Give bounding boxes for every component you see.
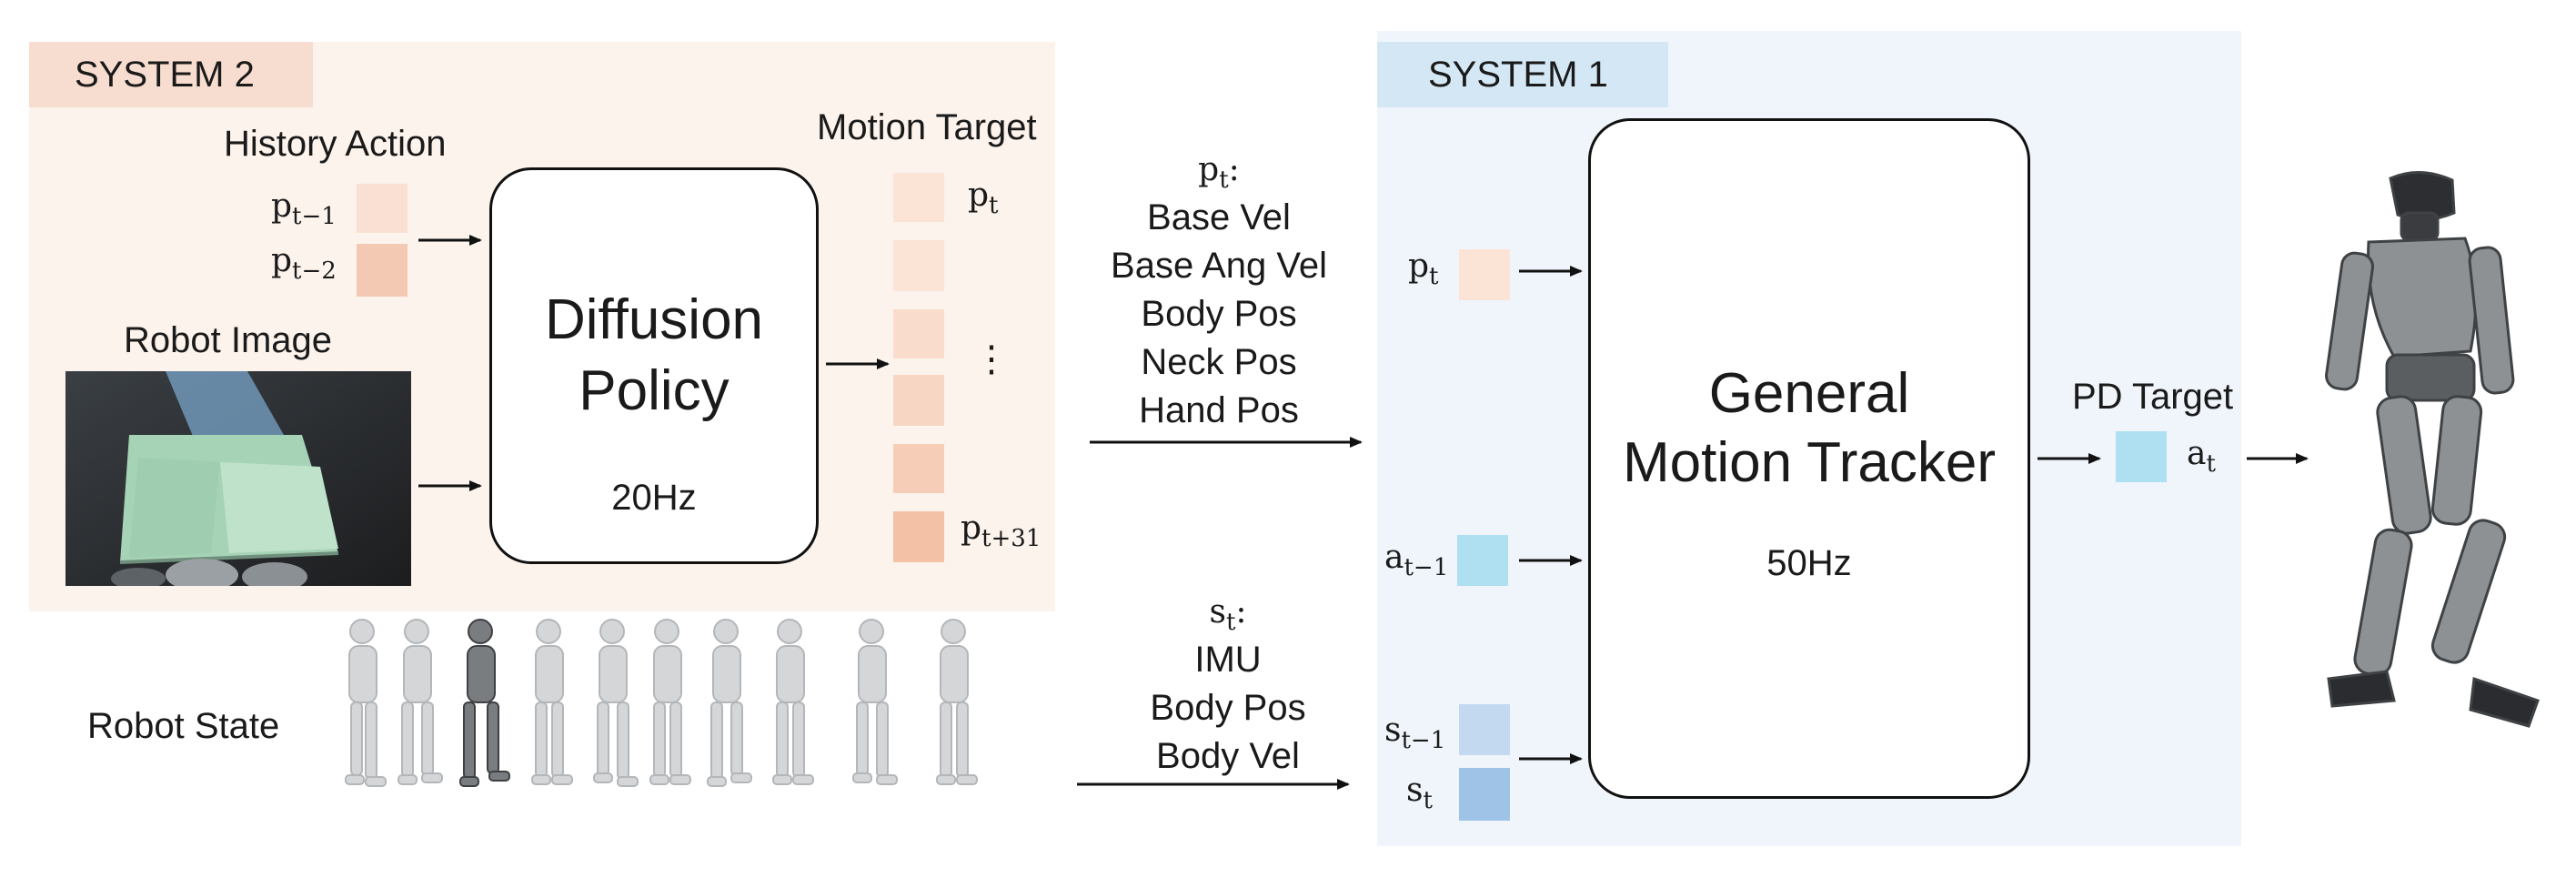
st-description: st: IMU Body Pos Body Vel bbox=[1082, 593, 1374, 781]
pt-line-base-ang-vel: Base Ang Vel bbox=[1111, 246, 1327, 287]
history-square-1 bbox=[357, 184, 408, 233]
pd-target-square bbox=[2116, 431, 2167, 482]
history-item-2: pt−2 bbox=[271, 242, 337, 286]
pt-line-base-vel: Base Vel bbox=[1147, 197, 1291, 238]
general-motion-tracker-box: General Motion Tracker 50Hz bbox=[1588, 118, 2030, 799]
system1-input-st-square bbox=[1459, 768, 1510, 821]
history-square-2 bbox=[357, 244, 408, 297]
st-line-body-vel: Body Vel bbox=[1156, 736, 1300, 777]
motion-target-square-4 bbox=[893, 375, 944, 426]
diffusion-policy-title-line2: Policy bbox=[579, 359, 730, 422]
system1-input-st1-square bbox=[1459, 704, 1510, 755]
pt-line-neck-pos: Neck Pos bbox=[1141, 342, 1297, 383]
system1-input-st: st bbox=[1406, 772, 1433, 815]
motion-target-first: pt bbox=[968, 177, 999, 220]
history-action-label: History Action bbox=[224, 124, 447, 164]
robot-camera-image bbox=[65, 371, 411, 591]
system1-tag: SYSTEM 1 bbox=[1377, 42, 1668, 107]
motion-target-last: pt+31 bbox=[961, 510, 1041, 553]
motion-target-label: Motion Target bbox=[817, 107, 1037, 147]
system2-tag: SYSTEM 2 bbox=[29, 42, 313, 107]
system1-input-st1: st−1 bbox=[1384, 711, 1446, 755]
pt-line-body-pos: Body Pos bbox=[1141, 294, 1297, 335]
system1-input-pt-square bbox=[1459, 249, 1510, 300]
pd-target-label: PD Target bbox=[2072, 377, 2234, 417]
tracker-title-line1: General bbox=[1708, 362, 1910, 425]
st-line-imu: IMU bbox=[1194, 640, 1262, 681]
motion-target-square-5 bbox=[893, 444, 944, 493]
robot-image-label: Robot Image bbox=[124, 320, 333, 360]
st-symbol: st: bbox=[1209, 593, 1247, 637]
robot-state-trajectory bbox=[320, 610, 1030, 855]
system1-input-at1: at−1 bbox=[1384, 539, 1449, 582]
tracker-rate: 50Hz bbox=[1766, 543, 1852, 583]
history-item-1: pt−1 bbox=[271, 187, 337, 231]
motion-target-square-3 bbox=[893, 309, 944, 358]
motion-target-square-1 bbox=[893, 173, 944, 222]
system1-input-pt: pt bbox=[1408, 247, 1439, 291]
diffusion-policy-box: Diffusion Policy 20Hz bbox=[489, 167, 819, 564]
pt-symbol: pt: bbox=[1198, 151, 1240, 195]
diffusion-policy-rate: 20Hz bbox=[611, 478, 697, 518]
motion-target-ellipsis: ⋮ bbox=[973, 338, 1010, 380]
pd-target-output: at bbox=[2187, 435, 2216, 479]
tracker-title-line2: Motion Tracker bbox=[1622, 431, 1997, 494]
motion-target-square-2 bbox=[893, 240, 944, 291]
humanoid-robot-image bbox=[2310, 169, 2565, 742]
system1-input-at1-square bbox=[1457, 535, 1508, 586]
st-line-body-pos: Body Pos bbox=[1150, 688, 1306, 729]
diffusion-policy-title-line1: Diffusion bbox=[544, 288, 764, 351]
pt-line-hand-pos: Hand Pos bbox=[1139, 390, 1299, 431]
pt-description: pt: Base Vel Base Ang Vel Body Pos Neck … bbox=[1073, 151, 1364, 435]
robot-state-label: Robot State bbox=[87, 706, 280, 746]
motion-target-square-6 bbox=[893, 511, 944, 562]
